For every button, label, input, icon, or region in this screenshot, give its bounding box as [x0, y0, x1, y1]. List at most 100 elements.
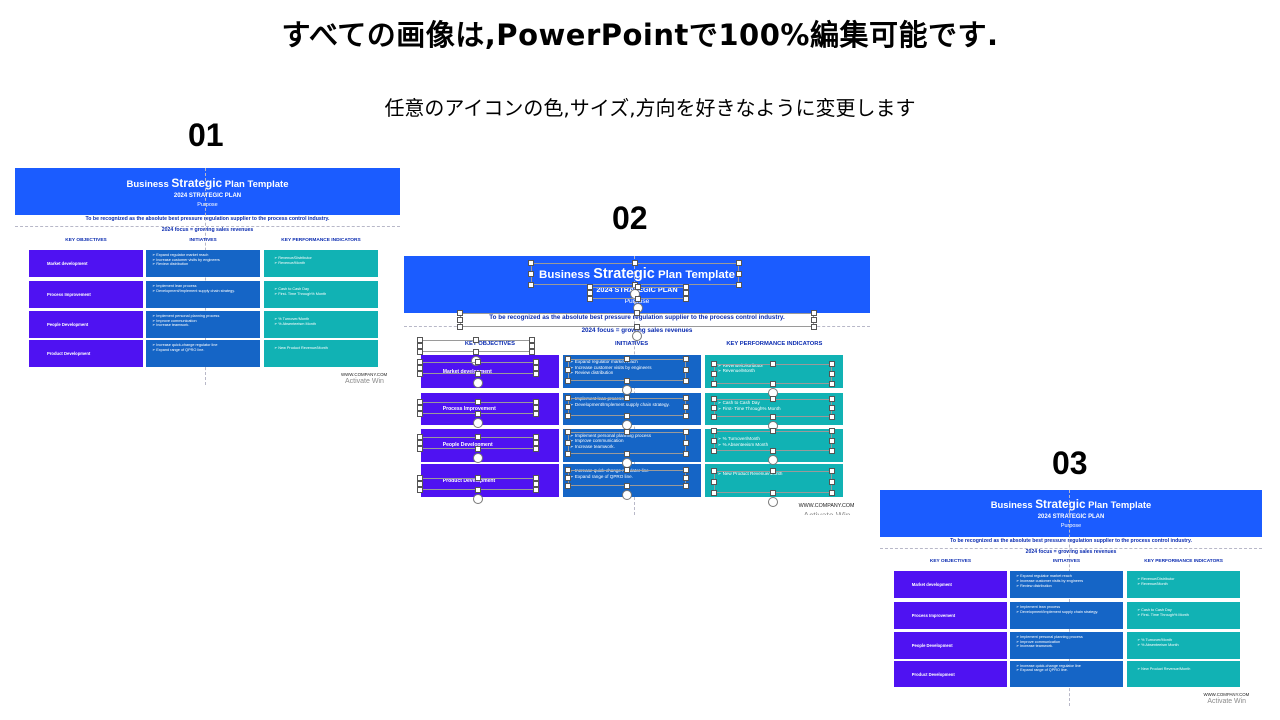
kpi-cell: New Product Revenue/Month: [264, 340, 378, 367]
slide-number-02: 02: [612, 200, 648, 236]
slide-number-01: 01: [188, 117, 224, 153]
kpi-item: First- Time Through% Month: [1137, 613, 1230, 618]
title-prefix: Business: [990, 498, 1036, 510]
initiative-item: Expand range of QPRO line.: [570, 474, 693, 480]
initiative-item: Implement lean process: [1016, 605, 1117, 610]
initiatives-cell: Implement lean processDevelopment/Implem…: [146, 281, 260, 308]
banner: Business Strategic Plan Template 2024 STR…: [880, 490, 1262, 537]
initiative-item: Development/Implement supply chain strat…: [1016, 610, 1117, 615]
initiatives-cell: Expand regulator market reachIncrease cu…: [1009, 571, 1124, 599]
initiatives-list: Implement personal planning processImpro…: [570, 433, 693, 450]
kpi-list: Cash to Cash DayFirst- Time Through% Mon…: [274, 287, 368, 297]
kpi-item: % Turnover/Month: [717, 436, 831, 442]
website-label: WWW.COMPANY.COM: [1203, 692, 1250, 698]
initiatives-list: Expand regulator market reachIncrease cu…: [570, 359, 693, 376]
initiative-item: Expand range of QPRO line.: [1016, 668, 1117, 673]
activate-watermark: Activate Win: [803, 510, 850, 515]
column-header: INITIATIVES: [615, 340, 649, 347]
kpi-cell: Cash to Cash DayFirst- Time Through% Mon…: [705, 392, 844, 426]
initiative-item: Implement personal planning process: [570, 433, 693, 439]
title-emphasis: Strategic: [1035, 497, 1086, 511]
objective-cell: Product Development: [893, 660, 1007, 688]
kpi-cell: Revenue/DistributorRevenue/Month: [264, 250, 378, 277]
initiative-item: Expand regulator market reach: [1016, 574, 1117, 579]
plan-label: 2024 STRATEGIC PLAN: [596, 285, 678, 295]
template-title: Business Strategic Plan Template: [15, 176, 400, 190]
initiative-item: Increase customer visits by engineers: [570, 365, 693, 371]
title-prefix: Business: [126, 179, 172, 190]
objective-cell: People Development: [893, 631, 1007, 659]
initiative-item: Expand range of QPRO line.: [152, 348, 254, 353]
objective-cell: Process Improvement: [893, 602, 1007, 629]
initiative-item: Improve communication: [1016, 640, 1117, 645]
initiatives-cell: Expand regulator market reachIncrease cu…: [562, 355, 701, 388]
focus-text: 2024 focus = growing sales revenues: [1025, 548, 1117, 555]
banner: Business Strategic Plan Template 2024 STR…: [404, 256, 870, 313]
kpi-cell: Revenue/DistributorRevenue/Month: [1127, 571, 1241, 599]
website-label: WWW.COMPANY.COM: [341, 372, 388, 377]
initiative-item: Expand regulator market reach: [570, 359, 693, 365]
kpi-list: Cash to Cash DayFirst- Time Through% Mon…: [717, 400, 831, 412]
initiatives-list: Expand regulator market reachIncrease cu…: [1016, 574, 1117, 588]
initiatives-list: Implement lean processDevelopment/Implem…: [570, 396, 693, 407]
kpi-cell: New Product Revenue/Month: [705, 464, 844, 497]
kpi-item: % Turnover/Month: [274, 317, 368, 322]
kpi-item: Revenue/Distributor: [274, 256, 368, 261]
initiative-item: Implement personal planning process: [152, 314, 254, 319]
purpose-label: Purpose: [197, 202, 218, 208]
column-header: KEY OBJECTIVES: [464, 340, 515, 347]
kpi-cell: Cash to Cash DayFirst- Time Through% Mon…: [264, 281, 378, 308]
kpi-list: % Turnover/Month% Absenteeism Month: [717, 436, 831, 448]
initiatives-list: Implement lean processDevelopment/Implem…: [152, 284, 254, 293]
initiatives-cell: Expand regulator market reachIncrease cu…: [146, 250, 260, 277]
objective-cell: People Development: [29, 311, 143, 338]
initiatives-list: Increase quick-change regulator lineExpa…: [1016, 664, 1117, 673]
title-emphasis: Strategic: [171, 176, 223, 190]
plan-label: 2024 STRATEGIC PLAN: [1037, 513, 1105, 520]
initiative-item: Development/Implement supply chain strat…: [152, 289, 254, 294]
initiative-item: Development/Implement supply chain strat…: [570, 402, 693, 408]
kpi-item: % Absenteeism Month: [717, 442, 831, 448]
objective-cell: Market development: [420, 355, 559, 388]
kpi-item: % Absenteeism Month: [274, 322, 368, 327]
column-header: KEY OBJECTIVES: [929, 559, 971, 565]
slide-thumbnail-03[interactable]: Business Strategic Plan Template 2024 STR…: [880, 490, 1262, 706]
slide-number-03: 03: [1052, 445, 1088, 481]
divider: [880, 547, 1262, 549]
initiatives-list: Implement personal planning processImpro…: [152, 314, 254, 328]
purpose-text: To be recognized as the absolute best pr…: [85, 216, 330, 222]
kpi-item: Cash to Cash Day: [274, 287, 368, 292]
initiatives-cell: Increase quick-change regulator lineExpa…: [562, 464, 701, 497]
slide-thumbnail-02[interactable]: Business Strategic Plan Template 2024 STR…: [404, 256, 870, 515]
title-suffix: Plan Template: [1085, 498, 1152, 510]
initiative-item: Expand regulator market reach: [152, 253, 254, 258]
initiatives-cell: Increase quick-change regulator lineExpa…: [1009, 660, 1124, 688]
column-header: KEY PERFORMANCE INDICATORS: [726, 340, 823, 347]
initiatives-cell: Implement lean processDevelopment/Implem…: [562, 392, 701, 426]
title-prefix: Business: [539, 268, 594, 281]
kpi-item: Cash to Cash Day: [1137, 608, 1230, 613]
kpi-cell: % Turnover/Month% Absenteeism Month: [705, 429, 844, 462]
template-title: Business Strategic Plan Template: [404, 266, 870, 282]
objective-cell: Market development: [29, 250, 143, 277]
website-label: WWW.COMPANY.COM: [798, 502, 855, 509]
divider: [15, 226, 400, 227]
kpi-list: Cash to Cash DayFirst- Time Through% Mon…: [1137, 608, 1230, 618]
kpi-item: First- Time Through% Month: [717, 406, 831, 412]
kpi-item: First- Time Through% Month: [274, 292, 368, 297]
initiatives-cell: Implement personal planning processImpro…: [1009, 631, 1124, 659]
kpi-cell: % Turnover/Month% Absenteeism Month: [1127, 631, 1241, 659]
kpi-list: New Product Revenue/Month: [717, 471, 831, 477]
title-suffix: Plan Template: [654, 268, 735, 281]
initiative-item: Improve communication: [570, 438, 693, 444]
initiative-item: Increase teamwork.: [152, 323, 254, 328]
kpi-item: Revenue/Month: [274, 261, 368, 266]
kpi-item: New Product Revenue/Month: [1137, 667, 1230, 672]
initiative-item: Implement personal planning process: [1016, 635, 1117, 640]
initiative-item: Increase teamwork.: [1016, 644, 1117, 649]
initiative-item: Increase customer visits by engineers: [1016, 579, 1117, 584]
kpi-list: New Product Revenue/Month: [274, 346, 368, 351]
kpi-item: Revenue/Month: [717, 368, 831, 374]
initiative-item: Review distribution: [1016, 584, 1117, 589]
